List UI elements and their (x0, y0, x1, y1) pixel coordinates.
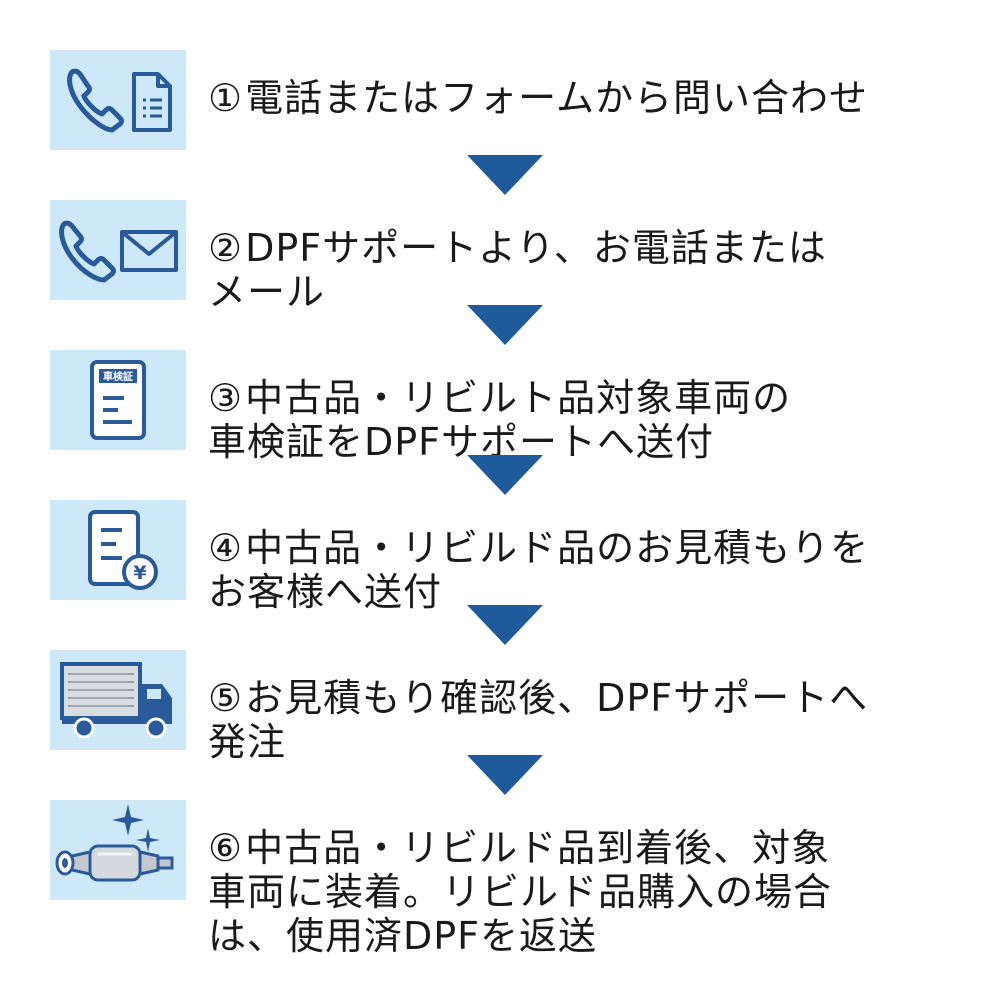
phone-and-mail-icon (50, 200, 186, 300)
flow-arrow-5 (467, 755, 543, 795)
step-1-number: ① (208, 76, 244, 120)
step-4-label: 中古品・リビルド品のお見積もりを お客様へ送付 (208, 526, 870, 614)
certificate-label: 車検証 (103, 370, 133, 383)
step-2-number: ② (208, 226, 244, 270)
step-1-label: 電話またはフォームから問い合わせ (245, 76, 868, 120)
step-2-label: DPFサポートより、お電話または メール (208, 226, 827, 314)
step-3: 車検証 ③中古品・リビルト品対象車両の 車検証をDPFサポートへ送付 (50, 350, 950, 464)
flow-arrow-2 (467, 305, 543, 345)
step-4: ¥ ④中古品・リビルド品のお見積もりを お客様へ送付 (50, 500, 950, 614)
step-5-number: ⑤ (208, 676, 244, 720)
step-6-label: 中古品・リビルド品到着後、対象 車両に装着。リビルド品購入の場合 は、使用済DP… (208, 826, 833, 958)
yen-symbol: ¥ (133, 562, 146, 584)
step-4-number: ④ (208, 526, 244, 570)
step-1-text: ①電話またはフォームから問い合わせ (208, 76, 950, 120)
step-2: ②DPFサポートより、お電話または メール (50, 200, 950, 314)
flow-arrow-3 (467, 455, 543, 495)
step-5-label: お見積もり確認後、DPFサポートへ 発注 (208, 676, 869, 764)
delivery-truck-icon (50, 650, 186, 750)
flow-arrow-1 (467, 155, 543, 195)
phone-and-form-icon (50, 50, 186, 150)
step-3-label: 中古品・リビルト品対象車両の 車検証をDPFサポートへ送付 (208, 376, 792, 464)
step-6: ⑥中古品・リビルド品到着後、対象 車両に装着。リビルド品購入の場合 は、使用済D… (50, 800, 950, 958)
step-5-text: ⑤お見積もり確認後、DPFサポートへ 発注 (208, 676, 950, 764)
step-1: ①電話またはフォームから問い合わせ (50, 50, 950, 150)
step-5: ⑤お見積もり確認後、DPFサポートへ 発注 (50, 650, 950, 764)
flow-arrow-4 (467, 605, 543, 645)
step-4-text: ④中古品・リビルド品のお見積もりを お客様へ送付 (208, 526, 950, 614)
step-6-number: ⑥ (208, 826, 244, 870)
step-2-text: ②DPFサポートより、お電話または メール (208, 226, 950, 314)
yen-estimate-document-icon: ¥ (50, 500, 186, 600)
step-3-number: ③ (208, 376, 244, 420)
step-6-text: ⑥中古品・リビルド品到着後、対象 車両に装着。リビルド品購入の場合 は、使用済D… (208, 826, 950, 958)
dpf-filter-sparkle-icon (50, 800, 186, 900)
step-3-text: ③中古品・リビルト品対象車両の 車検証をDPFサポートへ送付 (208, 376, 950, 464)
vehicle-inspection-certificate-icon: 車検証 (50, 350, 186, 450)
